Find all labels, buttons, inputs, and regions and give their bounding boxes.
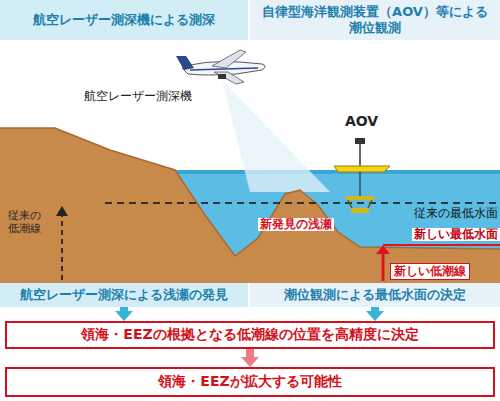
flow-arrow [115,307,133,321]
arrow-head [376,245,390,254]
node-text: 自律型海洋観測装置（AOV）等による 潮位観測 [259,4,491,37]
node-text: 航空レーザー測深による浅瀬の発見 [20,287,228,303]
low-tide-label: 従来の 低潮線 [8,210,48,235]
device-label: 航空レーザー測深機 [84,90,192,104]
header-band: 航空レーザー測深機による測深 [0,0,248,40]
flow-arrow [366,307,384,321]
water-level-label: 従来の最低水面 [412,207,500,220]
conclusion-box: 領海・EEZの根拠となる低潮線の位置を高精度に決定 [5,321,495,349]
node-text: 潮位観測による最低水面の決定 [284,287,466,303]
conclusion-box: 領海・EEZが拡大する可能性 [5,367,495,397]
result-band: 航空レーザー測深による浅瀬の発見 [0,283,248,307]
shoal-label: 新発見の浅瀬 [258,218,334,231]
arrow-head [56,206,68,216]
node-text: 領海・EEZが拡大する可能性 [158,373,341,391]
land [0,128,500,283]
laser-beam [222,80,330,192]
new-low-water-line [383,244,500,246]
old-low-tide-arrow [61,214,63,280]
land-edge [0,128,500,256]
result-band: 潮位観測による最低水面の決定 [250,283,500,307]
node-text: 航空レーザー測深機による測深 [33,12,215,28]
header-band: 自律型海洋観測装置（AOV）等による 潮位観測 [250,0,500,40]
aov-device [334,138,390,213]
water-level-label: 新しい最低水面 [412,228,500,241]
device-label: AOV [345,113,378,129]
survey-plane [176,50,265,84]
node-text: 領海・EEZの根拠となる低潮線の位置を高精度に決定 [81,326,418,344]
new-low-tide-arrow [382,252,385,281]
low-tide-label: 新しい低潮線 [390,263,470,280]
old-low-water-line [105,202,500,204]
flow-arrow [241,349,259,367]
